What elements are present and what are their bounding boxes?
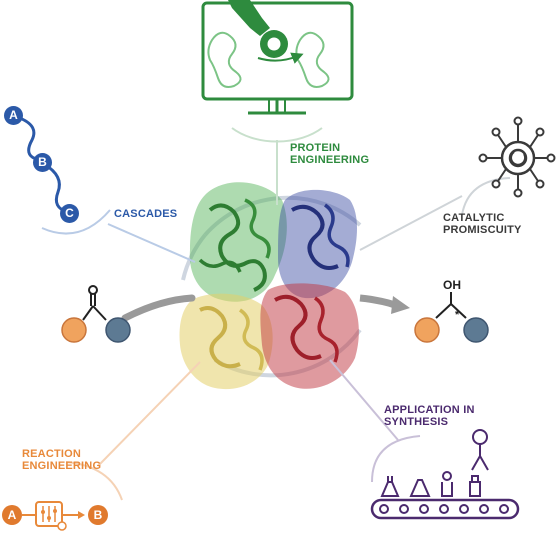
label-protein-engineering: PROTEIN ENGINEERING bbox=[290, 142, 370, 166]
connector-protein-engineering bbox=[231, 127, 323, 205]
label-catalytic-promiscuity: CATALYTIC PROMISCUITY bbox=[443, 212, 522, 236]
conveyor-belt-icon bbox=[370, 429, 520, 520]
substrate-arrow bbox=[121, 294, 196, 322]
cascade-node-a: A bbox=[4, 106, 23, 125]
subunit-yellow bbox=[179, 293, 273, 390]
cascade-node-c: C bbox=[60, 204, 79, 223]
connector-reaction-engineering bbox=[65, 361, 201, 501]
network-chip-icon bbox=[478, 116, 556, 198]
label-application-in-synthesis: APPLICATION IN SYNTHESIS bbox=[384, 404, 475, 428]
label-reaction-engineering: REACTION ENGINEERING bbox=[22, 448, 102, 472]
reaction-engineering-icon bbox=[22, 501, 85, 531]
product-molecule: * bbox=[414, 292, 489, 343]
subunit-red bbox=[260, 283, 359, 389]
wrench-icon bbox=[228, 0, 288, 58]
product-arrow bbox=[359, 294, 397, 309]
product-hydroxyl-label: OH bbox=[443, 278, 461, 292]
connector-catalytic-promiscuity bbox=[359, 177, 511, 251]
label-cascades: CASCADES bbox=[114, 208, 178, 220]
substrate-slate-group bbox=[105, 317, 131, 343]
enzyme-structure bbox=[179, 182, 359, 390]
connector-application-synthesis bbox=[329, 359, 421, 483]
product-arrow-head bbox=[391, 296, 410, 314]
product-orange-group bbox=[414, 317, 440, 343]
connector-cascades bbox=[41, 209, 196, 263]
subunit-green bbox=[189, 182, 287, 302]
subunit-blue bbox=[278, 189, 357, 299]
product-slate-group bbox=[463, 317, 489, 343]
reaction-start-node: A bbox=[2, 505, 22, 525]
cascade-node-b: B bbox=[33, 153, 52, 172]
substrate-molecule bbox=[61, 285, 131, 343]
monitor-icon bbox=[201, 1, 354, 115]
substrate-orange-group bbox=[61, 317, 87, 343]
reaction-end-node: B bbox=[88, 505, 108, 525]
chiral-asterisk: * bbox=[455, 309, 460, 321]
